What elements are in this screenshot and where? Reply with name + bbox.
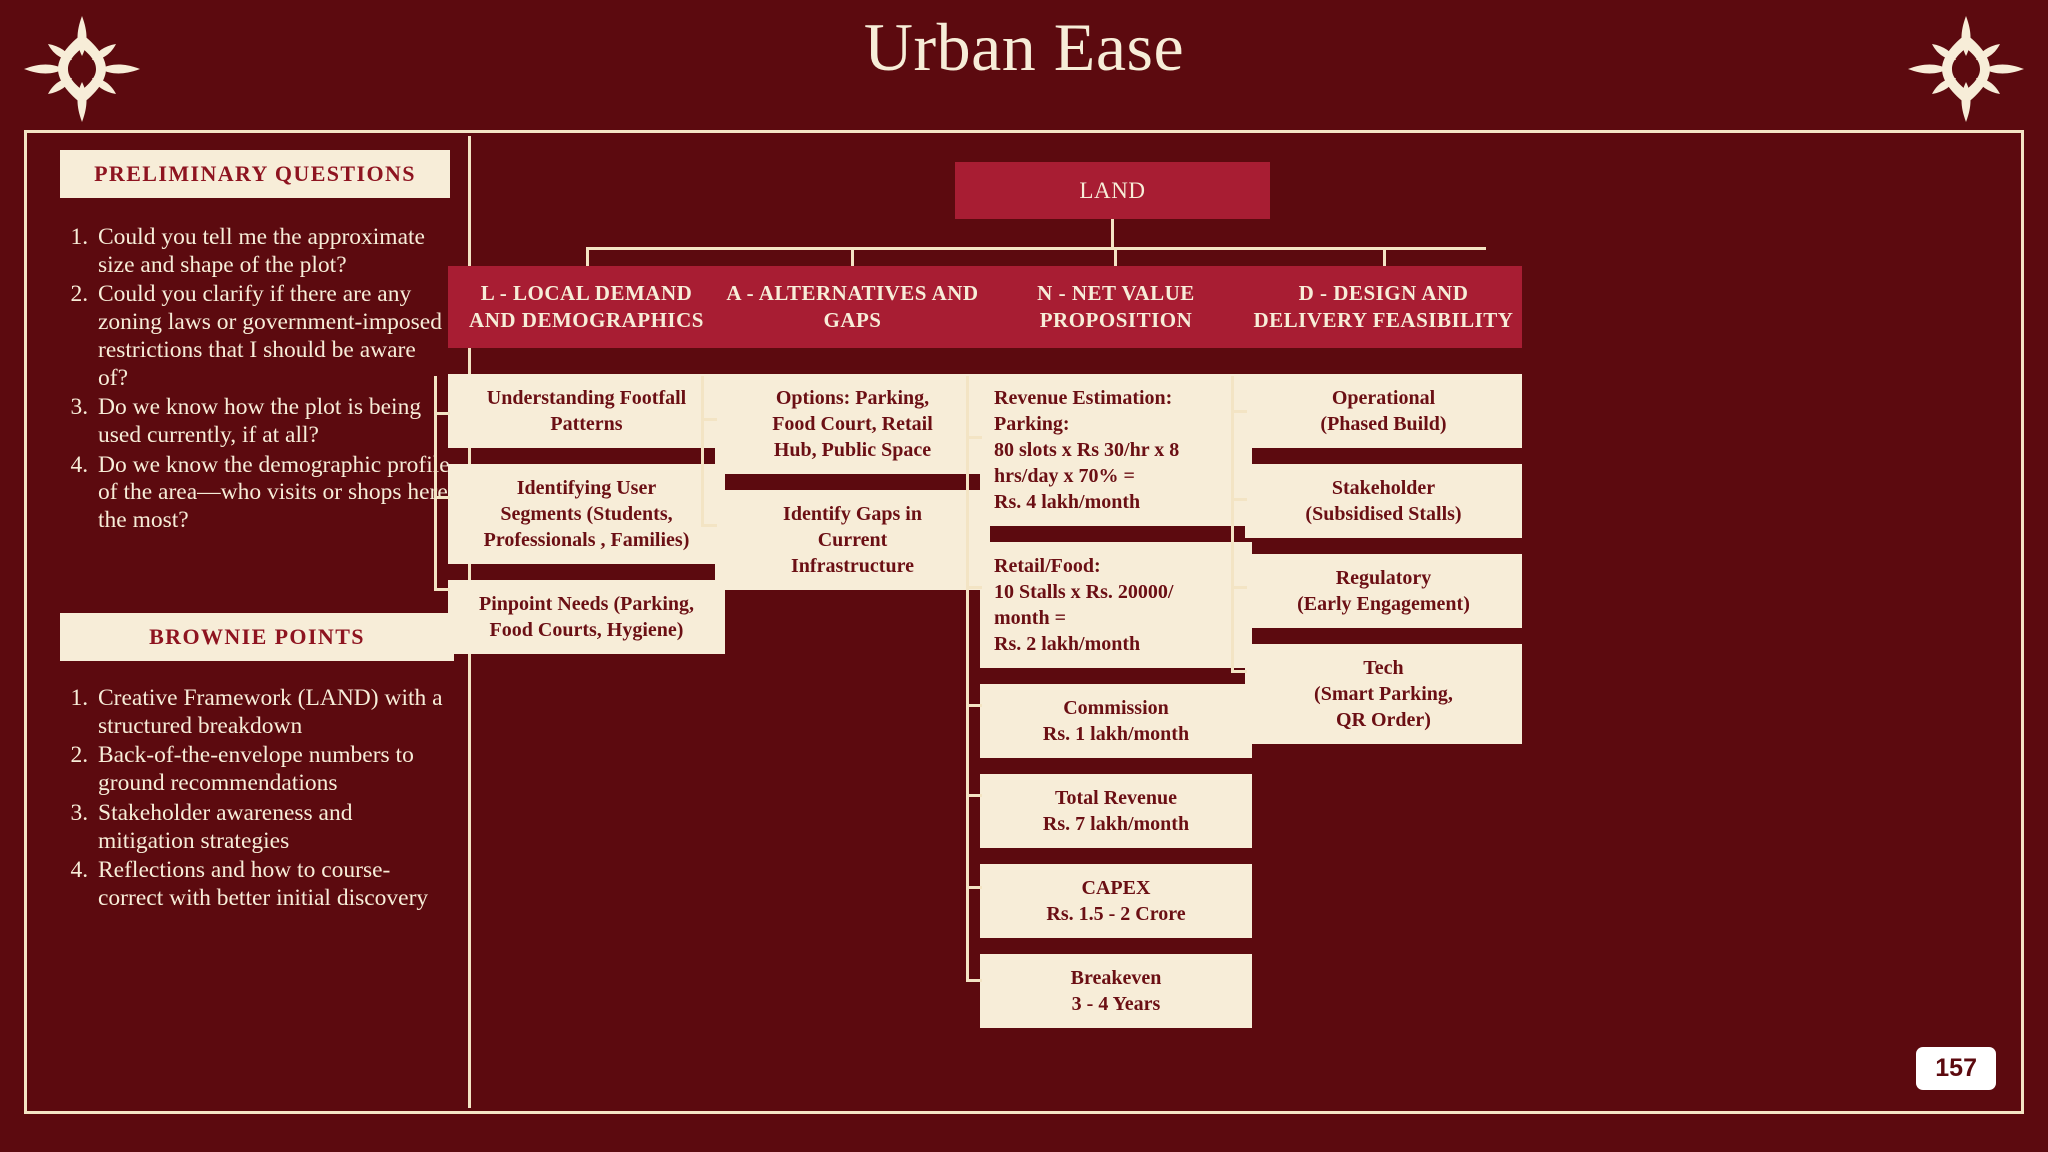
preliminary-questions-list: Could you tell me the approximate size a… bbox=[60, 224, 450, 535]
connector-spine bbox=[701, 375, 704, 526]
connector-drop-2 bbox=[851, 247, 854, 268]
connector-stub bbox=[701, 417, 717, 421]
page-title: Urban Ease bbox=[863, 9, 1185, 85]
connector-stub bbox=[966, 585, 982, 589]
flowchart-box: Regulatory (Early Engagement) bbox=[1245, 553, 1522, 628]
list-item: Back-of-the-envelope numbers to ground r… bbox=[94, 742, 450, 797]
connector-stub bbox=[701, 523, 717, 527]
list-item: Could you tell me the approximate size a… bbox=[94, 224, 450, 279]
list-item: Creative Framework (LAND) with a structu… bbox=[94, 685, 450, 740]
column-header: L - LOCAL DEMAND AND DEMOGRAPHICS bbox=[448, 266, 725, 348]
brownie-points-section: BROWNIE POINTS Creative Framework (LAND)… bbox=[60, 612, 454, 913]
brownie-points-list: Creative Framework (LAND) with a structu… bbox=[60, 685, 450, 913]
list-item: Do we know how the plot is being used cu… bbox=[94, 394, 450, 449]
connector-stub bbox=[966, 978, 982, 982]
connector-stub bbox=[434, 495, 450, 499]
flowchart-box: Breakeven 3 - 4 Years bbox=[980, 953, 1252, 1028]
connector-stub bbox=[966, 793, 982, 797]
flowchart-box: Understanding Footfall Patterns bbox=[448, 373, 725, 448]
flowchart-box: Pinpoint Needs (Parking, Food Courts, Hy… bbox=[448, 579, 725, 654]
connector-stub bbox=[966, 703, 982, 707]
connector-spine bbox=[1231, 375, 1234, 672]
list-item: Stakeholder awareness and mitigation str… bbox=[94, 800, 450, 855]
connector-stub bbox=[1231, 409, 1247, 413]
preliminary-questions-heading: PRELIMINARY QUESTIONS bbox=[60, 150, 450, 198]
flowchart-column-design-delivery: D - DESIGN AND DELIVERY FEASIBILITY Oper… bbox=[1231, 266, 1522, 760]
flowchart-box: Tech (Smart Parking, QR Order) bbox=[1245, 643, 1522, 744]
flowchart-root-node: LAND bbox=[955, 162, 1270, 219]
flowchart-box: Revenue Estimation: Parking: 80 slots x … bbox=[980, 373, 1252, 526]
column-header: N - NET VALUE PROPOSITION bbox=[980, 266, 1252, 348]
flowchart-box: Operational (Phased Build) bbox=[1245, 373, 1522, 448]
column-header: D - DESIGN AND DELIVERY FEASIBILITY bbox=[1245, 266, 1522, 348]
list-item: Do we know the demographic profile of th… bbox=[94, 452, 450, 535]
flowchart-box: Identifying User Segments (Students, Pro… bbox=[448, 463, 725, 564]
connector-stub bbox=[434, 587, 450, 591]
flowchart-box: Options: Parking, Food Court, Retail Hub… bbox=[715, 373, 990, 474]
flowchart-box: Commission Rs. 1 lakh/month bbox=[980, 683, 1252, 758]
column-header: A - ALTERNATIVES AND GAPS bbox=[715, 266, 990, 348]
flowchart-box: CAPEX Rs. 1.5 - 2 Crore bbox=[980, 863, 1252, 938]
column-items: Revenue Estimation: Parking: 80 slots x … bbox=[966, 373, 1252, 1028]
connector-bus bbox=[586, 247, 1486, 250]
fleur-ornament-icon bbox=[24, 16, 140, 122]
land-framework-flowchart: LAND L - LOCAL DEMAND AND DEMOGRAPHICS U… bbox=[434, 142, 2008, 1102]
column-items: Operational (Phased Build) Stakeholder (… bbox=[1231, 373, 1522, 744]
connector-stub bbox=[966, 885, 982, 889]
fleur-ornament-icon bbox=[1908, 16, 2024, 122]
content-frame bbox=[24, 130, 2024, 1114]
column-items: Understanding Footfall Patterns Identify… bbox=[434, 373, 725, 654]
connector-stub bbox=[1231, 585, 1247, 589]
connector-drop-1 bbox=[586, 247, 589, 268]
left-panel: PRELIMINARY QUESTIONS Could you tell me … bbox=[60, 150, 454, 915]
flowchart-box: Identify Gaps in Current Infrastructure bbox=[715, 489, 990, 590]
list-item: Reflections and how to course-correct wi… bbox=[94, 857, 450, 912]
connector-stub bbox=[966, 435, 982, 439]
connector-stub bbox=[434, 411, 450, 415]
connector-drop-4 bbox=[1383, 247, 1386, 268]
column-items: Options: Parking, Food Court, Retail Hub… bbox=[701, 373, 990, 590]
list-item: Could you clarify if there are any zonin… bbox=[94, 281, 450, 392]
flowchart-column-local-demand: L - LOCAL DEMAND AND DEMOGRAPHICS Unders… bbox=[434, 266, 725, 670]
brownie-points-heading: BROWNIE POINTS bbox=[60, 612, 454, 661]
page-number-badge: 157 bbox=[1916, 1047, 1996, 1090]
connector-stub bbox=[1231, 669, 1247, 673]
connector-trunk bbox=[1111, 219, 1114, 250]
flowchart-column-net-value: N - NET VALUE PROPOSITION Revenue Estima… bbox=[966, 266, 1252, 1044]
connector-stub bbox=[1231, 497, 1247, 501]
flowchart-column-alternatives: A - ALTERNATIVES AND GAPS Options: Parki… bbox=[701, 266, 990, 606]
connector-spine bbox=[966, 375, 969, 981]
flowchart-box: Retail/Food: 10 Stalls x Rs. 20000/ mont… bbox=[980, 541, 1252, 668]
flowchart-box: Stakeholder (Subsidised Stalls) bbox=[1245, 463, 1522, 538]
connector-spine bbox=[434, 375, 437, 590]
connector-drop-3 bbox=[1114, 247, 1117, 268]
flowchart-box: Total Revenue Rs. 7 lakh/month bbox=[980, 773, 1252, 848]
